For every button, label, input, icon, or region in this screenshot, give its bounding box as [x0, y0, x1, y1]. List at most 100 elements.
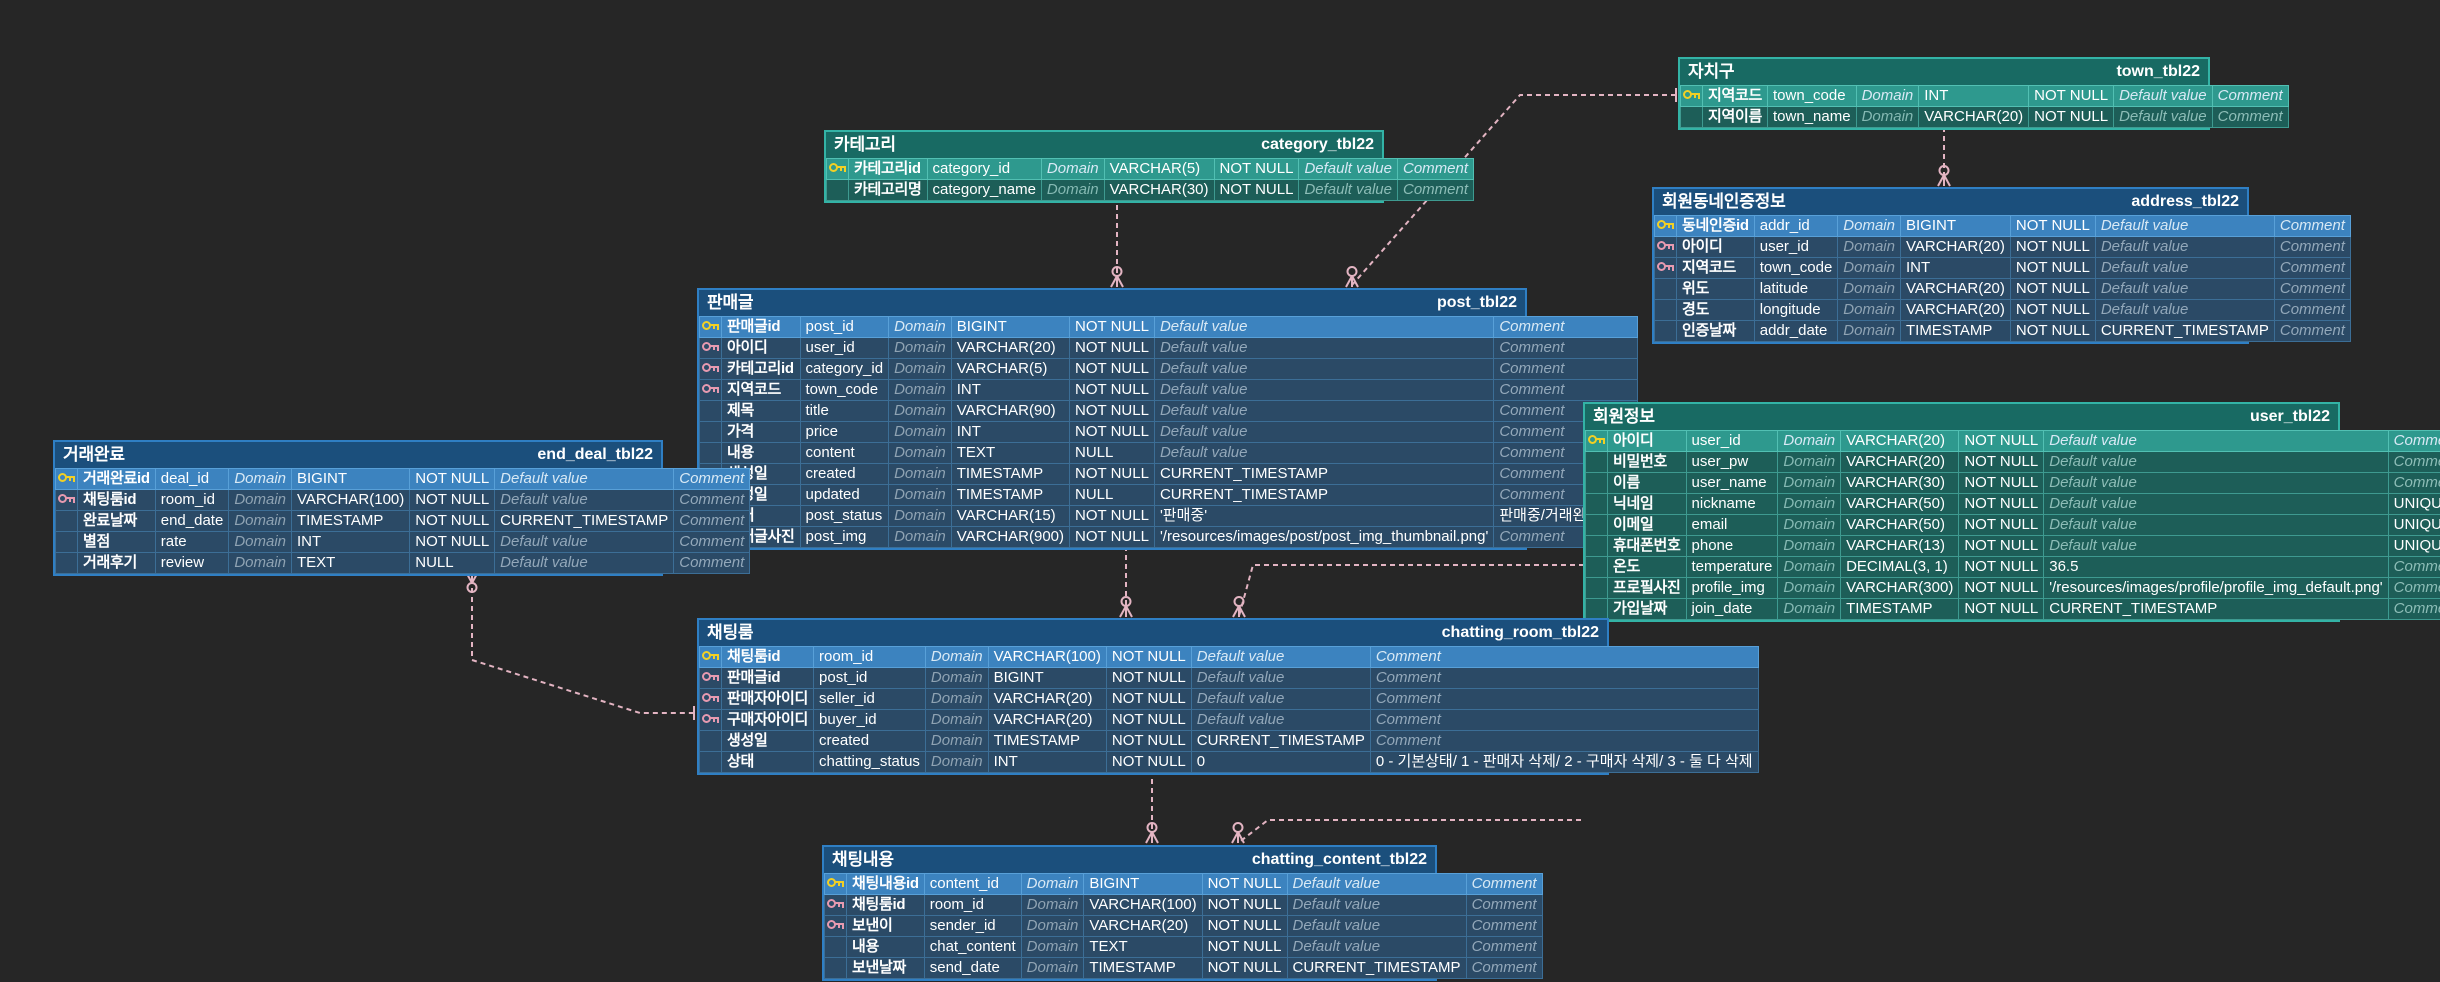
column-nullable: NOT NULL [1213, 158, 1300, 180]
column-domain: Domain [924, 667, 989, 689]
column-physical-name: profile_img [1685, 577, 1779, 599]
column-physical-name: category_id [926, 158, 1042, 180]
column-datatype: VARCHAR(900) [950, 526, 1071, 548]
column-domain: Domain [888, 337, 952, 359]
cardinality-zero-or-many-mark [1232, 596, 1246, 618]
column-logical-name: 휴대폰번호 [1607, 535, 1687, 557]
column-domain: Domain [1040, 158, 1105, 180]
column-logical-name: 구매자아이디 [720, 709, 815, 731]
column-datatype: BIGINT [987, 667, 1107, 689]
column-domain: Domain [1777, 430, 1842, 452]
column-logical-name: 인증날짜 [1676, 320, 1755, 342]
column-physical-name: category_id [799, 358, 890, 380]
column-domain: Domain [888, 379, 952, 401]
key-cell [1654, 320, 1677, 342]
column-default-value: '판매중' [1153, 505, 1495, 527]
column-datatype: VARCHAR(100) [290, 489, 411, 511]
column-physical-name: created [799, 463, 890, 485]
column-comment: Comment [2211, 85, 2289, 107]
column-physical-name: phone [1685, 535, 1779, 557]
column-domain: Domain [1777, 514, 1842, 536]
primary-key-icon [1683, 89, 1700, 101]
foreign-key-icon [702, 692, 719, 704]
column-default-value: Default value [2094, 236, 2275, 258]
column-row[interactable]: 수정일updatedDomainTIMESTAMPNULLCURRENT_TIM… [699, 484, 1638, 506]
entity-logical-name: 회원동네인증정보 [1662, 192, 1786, 211]
entity-physical-name: post_tbl22 [1436, 293, 1517, 311]
column-comment: Comment [1493, 379, 1638, 401]
primary-key-icon [702, 320, 719, 332]
column-nullable: NOT NULL [1958, 493, 2045, 515]
primary-key-icon [827, 877, 844, 889]
column-domain: Domain [1777, 598, 1842, 620]
column-comment: Comment [1493, 316, 1638, 338]
column-default-value: CURRENT_TIMESTAMP [1153, 484, 1495, 506]
column-comment: Comment [673, 468, 751, 490]
column-physical-name: sender_id [923, 915, 1022, 937]
foreign-key-icon [702, 341, 719, 353]
